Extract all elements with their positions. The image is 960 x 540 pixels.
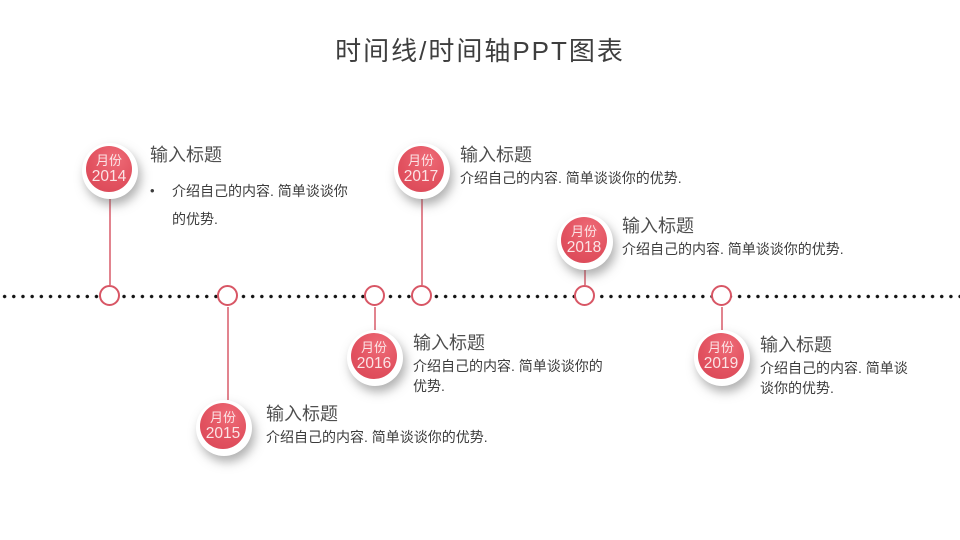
- year-badge-circle: 月份 2018: [561, 217, 607, 263]
- year-badge-circle: 月份 2016: [351, 333, 397, 379]
- badge-month-label: 月份: [95, 153, 122, 168]
- badge-year-label: 2014: [91, 168, 127, 185]
- item-text-block: 输入标题 介绍自己的内容. 简单谈谈你的优势.: [266, 403, 546, 447]
- year-badge-2015: 月份 2015: [196, 400, 252, 456]
- item-description: • 介绍自己的内容. 简单谈谈你 的优势.: [150, 177, 380, 233]
- item-title: 输入标题: [413, 333, 485, 353]
- item-description: 介绍自己的内容. 简单谈谈你的 优势.: [413, 356, 643, 396]
- connector-line: [374, 307, 376, 330]
- bullet-point: •: [150, 183, 155, 198]
- item-description-text: 介绍自己的内容. 简单谈谈你的优势.: [266, 429, 488, 445]
- badge-month-label: 月份: [360, 340, 387, 355]
- connector-line: [584, 268, 586, 285]
- badge-year-label: 2015: [205, 425, 241, 442]
- year-badge-2017: 月份 2017: [394, 143, 450, 199]
- year-badge-circle: 月份 2019: [698, 333, 744, 379]
- connector-line: [109, 197, 111, 285]
- timeline-node: [711, 285, 732, 306]
- item-description: 介绍自己的内容. 简单谈谈你的优势.: [460, 168, 740, 188]
- connector-line: [421, 197, 423, 285]
- year-badge-circle: 月份 2015: [200, 403, 246, 449]
- badge-month-label: 月份: [570, 224, 597, 239]
- badge-month-label: 月份: [407, 153, 434, 168]
- item-description-text: 介绍自己的内容. 简单谈谈你 的优势.: [172, 183, 348, 227]
- badge-year-label: 2017: [403, 168, 439, 185]
- item-description-text: 介绍自己的内容. 简单谈谈你的优势.: [460, 170, 682, 186]
- item-text-block: 输入标题 介绍自己的内容. 简单谈谈你的 优势.: [413, 332, 643, 396]
- year-badge-2014: 月份 2014: [82, 143, 138, 199]
- year-badge-circle: 月份 2014: [86, 146, 132, 192]
- item-title: 输入标题: [266, 404, 338, 424]
- item-title: 输入标题: [150, 145, 222, 165]
- year-badge-2019: 月份 2019: [694, 330, 750, 386]
- badge-month-label: 月份: [707, 340, 734, 355]
- item-title: 输入标题: [760, 335, 832, 355]
- item-text-block: 输入标题 • 介绍自己的内容. 简单谈谈你 的优势.: [150, 144, 380, 233]
- connector-line: [721, 307, 723, 330]
- item-description: 介绍自己的内容. 简单谈谈你的优势.: [622, 239, 902, 259]
- timeline-node: [574, 285, 595, 306]
- year-badge-circle: 月份 2017: [398, 146, 444, 192]
- item-description-text: 介绍自己的内容. 简单谈谈你的 优势.: [413, 358, 603, 394]
- connector-line: [227, 307, 229, 400]
- year-badge-2018: 月份 2018: [557, 214, 613, 270]
- slide-title: 时间线/时间轴PPT图表: [335, 36, 625, 66]
- item-text-block: 输入标题 介绍自己的内容. 简单谈 谈你的优势.: [760, 334, 950, 398]
- item-description-text: 介绍自己的内容. 简单谈谈你的优势.: [622, 241, 844, 257]
- timeline-node: [99, 285, 120, 306]
- badge-year-label: 2016: [356, 355, 392, 372]
- item-description: 介绍自己的内容. 简单谈 谈你的优势.: [760, 358, 950, 398]
- timeline-node: [217, 285, 238, 306]
- item-description-text: 介绍自己的内容. 简单谈 谈你的优势.: [760, 360, 908, 396]
- badge-year-label: 2018: [566, 239, 602, 256]
- badge-month-label: 月份: [209, 410, 236, 425]
- item-title: 输入标题: [460, 145, 532, 165]
- timeline-dotted-line: [0, 293, 960, 300]
- timeline-node: [364, 285, 385, 306]
- item-title: 输入标题: [622, 216, 694, 236]
- item-description: 介绍自己的内容. 简单谈谈你的优势.: [266, 427, 546, 447]
- item-text-block: 输入标题 介绍自己的内容. 简单谈谈你的优势.: [622, 215, 902, 259]
- badge-year-label: 2019: [703, 355, 739, 372]
- item-text-block: 输入标题 介绍自己的内容. 简单谈谈你的优势.: [460, 144, 740, 188]
- timeline-node: [411, 285, 432, 306]
- year-badge-2016: 月份 2016: [347, 330, 403, 386]
